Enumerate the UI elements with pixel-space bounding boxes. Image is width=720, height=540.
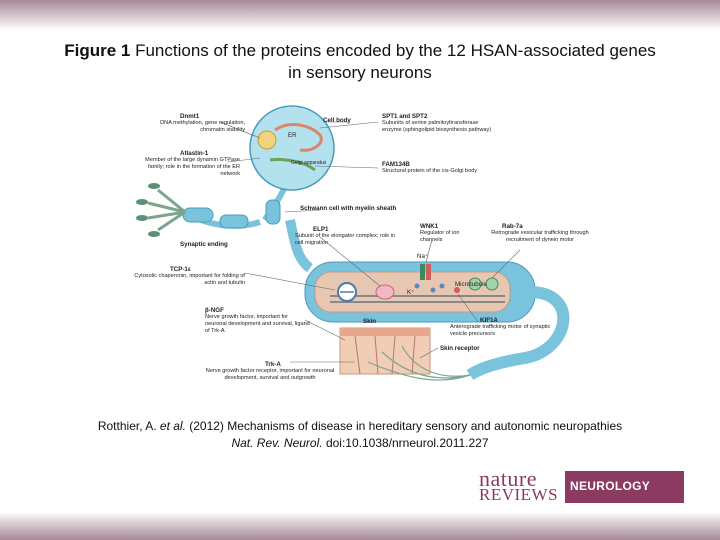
elp1-vesicle: [375, 284, 395, 300]
citation-etal: et al.: [159, 419, 186, 433]
kif1a-motor: [454, 287, 460, 293]
er-network: [274, 123, 323, 152]
protein-name-trka: Trk-A: [265, 361, 281, 368]
protein-name-wnk1: WNK1: [420, 223, 439, 230]
protein-name-fam134b: FAM134B: [382, 161, 410, 168]
label-skin-receptor: Skin receptor: [440, 345, 480, 352]
myelin-segment-2: [219, 214, 249, 229]
logo-journal-box: NEUROLOGY: [565, 471, 684, 503]
myelin-segment-3: [265, 199, 281, 225]
citation-line-1: Rotthier, A. et al. (2012) Mechanisms of…: [60, 418, 660, 435]
label-synaptic: Synaptic ending: [180, 241, 228, 248]
protein-name-spt: SPT1 and SPT2: [382, 113, 428, 120]
citation-title: (2012) Mechanisms of disease in heredita…: [185, 419, 623, 433]
label-schwann: Schwann cell with myelin sheath: [300, 205, 396, 212]
label-cell-body: Cell body: [323, 117, 351, 124]
synaptic-ending: [147, 188, 186, 232]
na-channel: [420, 264, 425, 280]
rab7a-vesicle-1: [468, 277, 482, 291]
citation-doi: doi:10.1038/nrneurol.2011.227: [322, 436, 489, 450]
label-golgi: Golgi apparatus: [291, 160, 327, 166]
neuron-diagram: Cell body ER Golgi apparatus Schwann cel…: [134, 105, 589, 381]
protein-desc-elp1: Subunit of the elongator complex; role i…: [295, 233, 396, 246]
logo-journal: NEUROLOGY: [570, 479, 651, 493]
bottom-gradient-band: [0, 512, 720, 540]
leader-lines: [219, 121, 521, 363]
ion-3: [439, 283, 445, 289]
myelin-segment-1: [182, 207, 214, 223]
protein-name-elp1: ELP1: [313, 226, 329, 233]
protein-name-kif1a: KIF1A: [480, 317, 498, 324]
protein-desc-fam134b: Structural protein of the cis-Golgi body: [382, 168, 478, 174]
protein-desc-spt: Subunits of serine palmitoyltransferase …: [382, 120, 492, 133]
ion-1: [414, 283, 420, 289]
label-skin: Skin: [363, 318, 376, 325]
rab7a-vesicle-2: [485, 277, 499, 291]
nucleus: [257, 130, 277, 150]
citation-journal: Nat. Rev. Neurol.: [231, 436, 323, 450]
protein-name-tcp1: TCP-1ε: [170, 266, 191, 273]
protein-name-ngf: β-NGF: [205, 307, 224, 314]
citation-authors: Rotthier, A.: [97, 419, 160, 433]
citation-line-2: Nat. Rev. Neurol. doi:10.1038/nrneurol.2…: [60, 435, 660, 452]
synaptic-bouton-3: [136, 215, 148, 221]
label-na: Na⁺: [417, 253, 428, 260]
label-microtubule: Microtubule: [455, 281, 488, 288]
nature-reviews-neurology-logo: nature REVIEWS NEUROLOGY: [476, 466, 684, 505]
protein-desc-dnmt1: DNA methylation, gene regulation, chroma…: [160, 120, 245, 133]
slide-title: Figure 1 Functions of the proteins encod…: [60, 40, 660, 84]
figure-caption: Functions of the proteins encoded by the…: [130, 41, 656, 82]
protein-desc-atlastin: Member of the large dynamin GTPase famil…: [145, 157, 240, 177]
k-channel: [426, 264, 431, 280]
protein-desc-trka: Nerve growth factor receptor, important …: [205, 368, 335, 381]
logo-nature: nature: [479, 466, 537, 491]
ion-2: [430, 287, 436, 293]
protein-name-dnmt1: Dnmt1: [180, 113, 200, 120]
logo-reviews: REVIEWS: [479, 485, 559, 504]
axon-descending: [285, 219, 314, 273]
label-er: ER: [288, 132, 297, 139]
protein-desc-tcp1: Cytosolic chaperonin, important for fold…: [134, 273, 245, 286]
protein-name-atlastin: Atlastin-1: [180, 150, 209, 157]
axon-distal: [466, 286, 570, 381]
citation: Rotthier, A. et al. (2012) Mechanisms of…: [60, 418, 660, 452]
top-gradient-band: [0, 0, 720, 30]
skin-block: [339, 327, 431, 375]
synaptic-bouton-1: [148, 183, 160, 189]
protein-name-rab7a: Rab-7a: [502, 223, 523, 230]
protein-desc-wnk1: Regulator of ion channels: [420, 230, 460, 243]
skin-nerve-fibres: [367, 345, 471, 381]
synaptic-bouton-4: [148, 231, 160, 237]
protein-desc-ngf: Nerve growth factor, important for neuro…: [205, 314, 310, 334]
protein-desc-rab7a: Retrograde vesicular trafficking through…: [491, 230, 589, 243]
golgi-body: [269, 158, 316, 172]
synaptic-bouton-2: [136, 199, 148, 205]
figure-number: Figure 1: [64, 41, 131, 60]
label-k: K⁺: [407, 289, 414, 296]
protein-desc-kif1a: Anterograde trafficking motor of synapti…: [450, 324, 551, 337]
